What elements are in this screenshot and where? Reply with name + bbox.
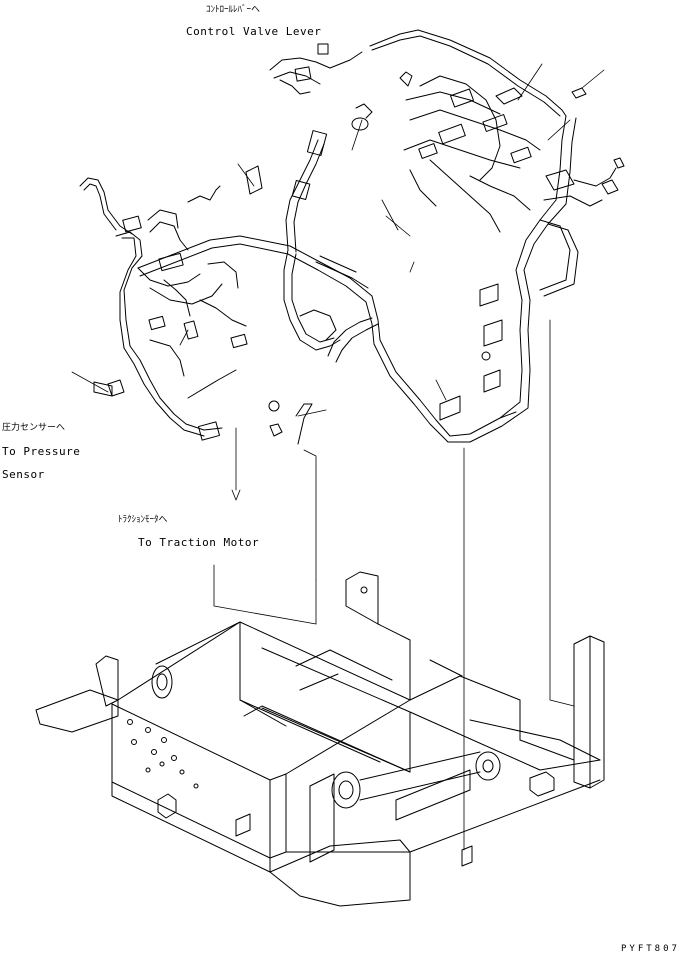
drawing-code: PYFT807 bbox=[621, 944, 680, 954]
to-pressure-label: To Pressure bbox=[2, 445, 81, 458]
to-pressure-sensor-label-jp: 圧力センサーへ bbox=[2, 423, 66, 433]
sensor-label: Sensor bbox=[2, 468, 45, 481]
to-traction-motor-label-jp: ﾄﾗｸｼｮﾝﾓｰﾀへ bbox=[118, 515, 168, 525]
control-valve-lever-label: Control Valve Lever bbox=[186, 25, 322, 38]
control-valve-lever-label-jp: ｺﾝﾄﾛｰﾙﾚﾊﾞｰへ bbox=[206, 5, 261, 15]
main-harness bbox=[79, 29, 625, 445]
callout-lines bbox=[71, 63, 605, 851]
chassis-frame bbox=[35, 571, 605, 907]
to-traction-motor-label: To Traction Motor bbox=[138, 536, 260, 549]
